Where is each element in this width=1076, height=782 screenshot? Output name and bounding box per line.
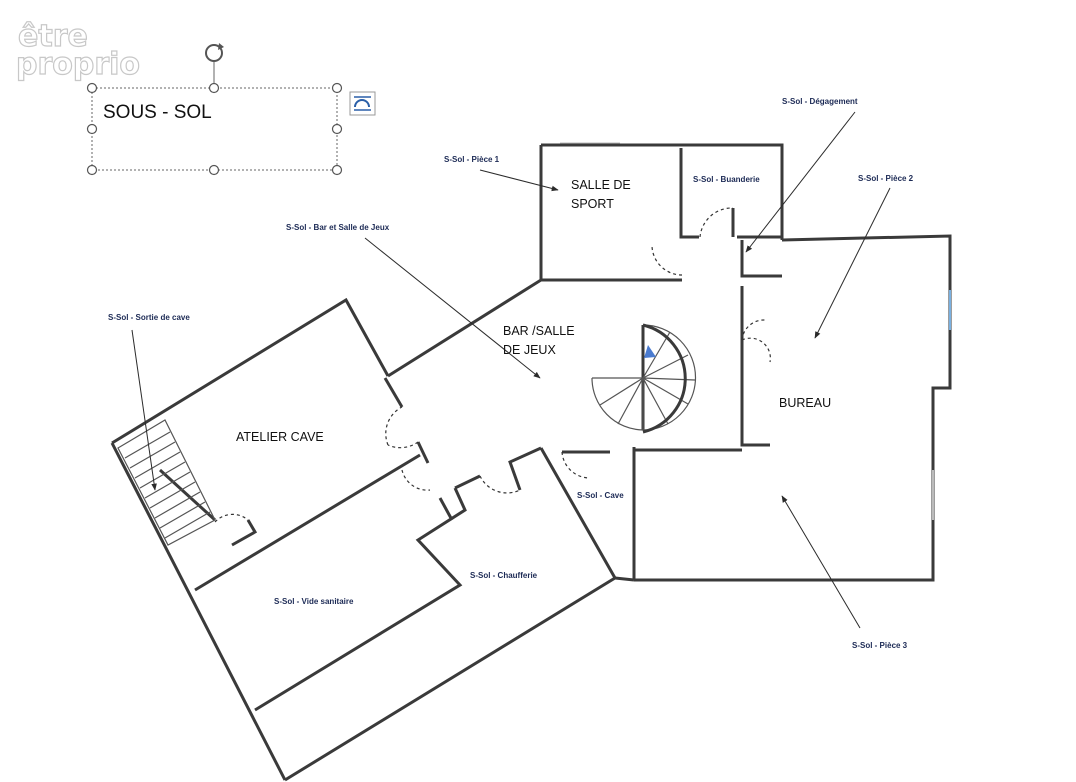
window-marks [560,142,951,520]
tag-piece2: S-Sol - Pièce 2 [858,174,914,183]
room-sport-line1: SALLE DE [571,178,631,192]
leader-piece1 [479,169,559,192]
spiral-staircase [591,323,697,434]
room-tags: S-Sol - Pièce 1 S-Sol - Buanderie S-Sol … [108,97,914,650]
door-swings [214,207,771,523]
leader-sortie [131,329,157,491]
resize-handle-bl[interactable] [86,164,98,176]
tag-chaufferie: S-Sol - Chaufferie [470,571,538,580]
resize-handle-br[interactable] [331,164,343,176]
title-textbox[interactable]: SOUS - SOL [86,43,376,176]
leader-piece3 [781,495,861,629]
room-label-atelier: ATELIER CAVE [236,430,324,444]
resize-handle-tr[interactable] [331,82,343,94]
tag-bar: S-Sol - Bar et Salle de Jeux [286,223,390,232]
room-bar-line1: BAR /SALLE [503,324,575,338]
textbox-title[interactable]: SOUS - SOL [103,102,212,123]
tag-cave: S-Sol - Cave [577,491,624,500]
room-label-sport: SALLE DE SPORT [571,178,634,211]
tag-buanderie: S-Sol - Buanderie [693,175,760,184]
textbox-selection-frame[interactable] [91,87,338,171]
cellar-stairs [117,419,216,546]
tag-piece1: S-Sol - Pièce 1 [444,155,500,164]
leader-degagement [745,111,856,253]
resize-handle-tl[interactable] [86,82,98,94]
leader-lines [131,111,891,629]
leader-bar [364,237,541,379]
logo-line2: proprio [16,47,140,82]
resize-handle-r[interactable] [331,123,343,135]
resize-handle-b[interactable] [208,164,220,176]
room-bar-line2: DE JEUX [503,343,556,357]
room-sport-line2: SPORT [571,197,614,211]
leader-piece2 [814,187,891,339]
resize-handle-t[interactable] [208,82,220,94]
walls [110,143,952,782]
room-labels: SALLE DE SPORT BAR /SALLE DE JEUX ATELIE… [236,178,831,444]
rotate-handle-icon[interactable] [205,43,224,62]
room-label-bureau: BUREAU [779,396,831,410]
watermark-logo: être proprio [15,18,140,82]
tag-degagement: S-Sol - Dégagement [782,97,858,106]
resize-handle-l[interactable] [86,123,98,135]
room-label-bar: BAR /SALLE DE JEUX [503,324,578,357]
logo-line1: être [18,19,88,54]
layout-options-icon[interactable] [349,91,376,116]
tag-vide: S-Sol - Vide sanitaire [274,597,354,606]
tag-piece3: S-Sol - Pièce 3 [852,641,908,650]
tag-sortie: S-Sol - Sortie de cave [108,313,190,322]
